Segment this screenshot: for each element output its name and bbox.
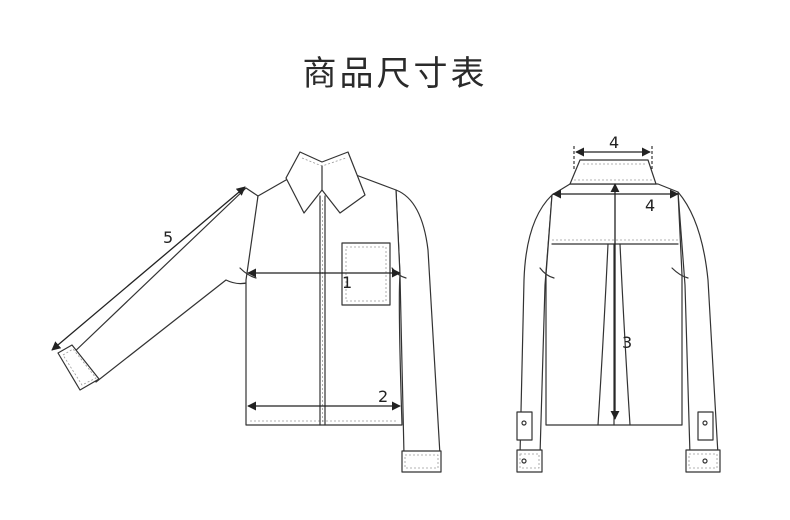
chest-label: 1	[342, 273, 352, 292]
back-collar	[569, 159, 657, 185]
back-left-sleeve	[516, 194, 553, 473]
back-right-sleeve	[677, 191, 721, 473]
sleeve-dimension-line	[51, 186, 246, 351]
collar-label: 4	[609, 133, 619, 152]
page-title: 商品尺寸表	[302, 54, 488, 94]
front-collar	[285, 151, 366, 214]
back-dimensions: 4 4 3	[552, 133, 679, 420]
length-label: 3	[622, 333, 632, 352]
front-right-sleeve	[395, 189, 442, 473]
front-zipper	[319, 195, 326, 426]
sleeve-label: 5	[163, 228, 173, 247]
shoulder-label: 4	[645, 196, 655, 215]
back-jacket	[516, 159, 721, 473]
front-dimensions: 1 2 5	[51, 186, 401, 411]
front-left-sleeve	[57, 187, 259, 391]
front-jacket	[57, 151, 442, 473]
front-body	[245, 171, 403, 426]
hem-label: 2	[378, 387, 388, 406]
